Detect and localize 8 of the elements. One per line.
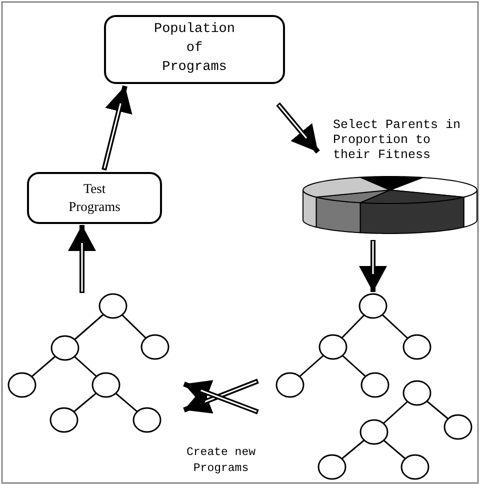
process-box: Population of Programs <box>104 15 285 84</box>
process-box: Test Programs <box>27 172 162 224</box>
double-line-arrow <box>68 225 96 293</box>
annotation-text: Select Parents in Proportion to their Fitness <box>333 118 461 163</box>
double-line-arrow <box>102 85 132 171</box>
step-label: Create new Programs <box>185 445 256 476</box>
double-line-arrow <box>359 240 387 292</box>
double-line-arrow <box>276 102 320 154</box>
